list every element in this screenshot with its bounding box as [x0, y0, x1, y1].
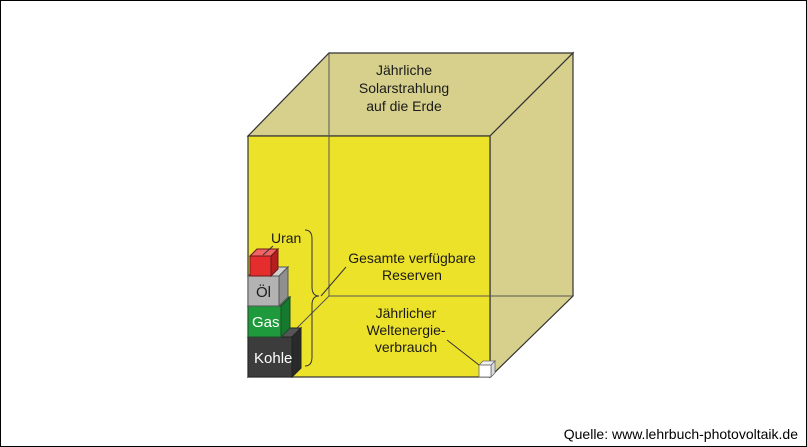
- consumption-cube: [478, 360, 496, 378]
- solar-label-line2: Solarstrahlung: [359, 80, 449, 96]
- reserves-label-line1: Gesamte verfügbare: [348, 250, 476, 266]
- coal-label: Kohle: [254, 350, 292, 367]
- source-credit: Quelle: www.lehrbuch-photovoltaik.de: [563, 426, 798, 442]
- uranium-label: Uran: [271, 230, 301, 246]
- consumption-pointer-line: [446, 339, 480, 366]
- uranium-cube-front: [249, 255, 272, 277]
- consumption-label-line1: Jährlicher: [376, 305, 437, 321]
- solar-label-line1: Jährliche: [376, 62, 432, 78]
- uranium-pointer-line: [262, 245, 274, 256]
- gas-cube-front: [247, 305, 282, 338]
- coal-cube-side: [291, 326, 302, 379]
- solar-label-line3: auf die Erde: [366, 98, 442, 114]
- consumption-label-line2: Weltenergie-: [366, 322, 445, 338]
- gas-label: Gas: [252, 314, 280, 331]
- uranium-cube: [248, 247, 280, 278]
- reserves-pointer-line: [320, 266, 347, 297]
- oil-label: Öl: [256, 283, 271, 301]
- consumption-label-line3: verbrauch: [375, 339, 437, 355]
- consumption-cube-front: [478, 364, 492, 378]
- oil-cube-front: [247, 275, 280, 307]
- reserves-label-line2: Reserven: [382, 267, 442, 283]
- reserves-bracket: [304, 229, 320, 367]
- coal-cube-front: [247, 336, 293, 378]
